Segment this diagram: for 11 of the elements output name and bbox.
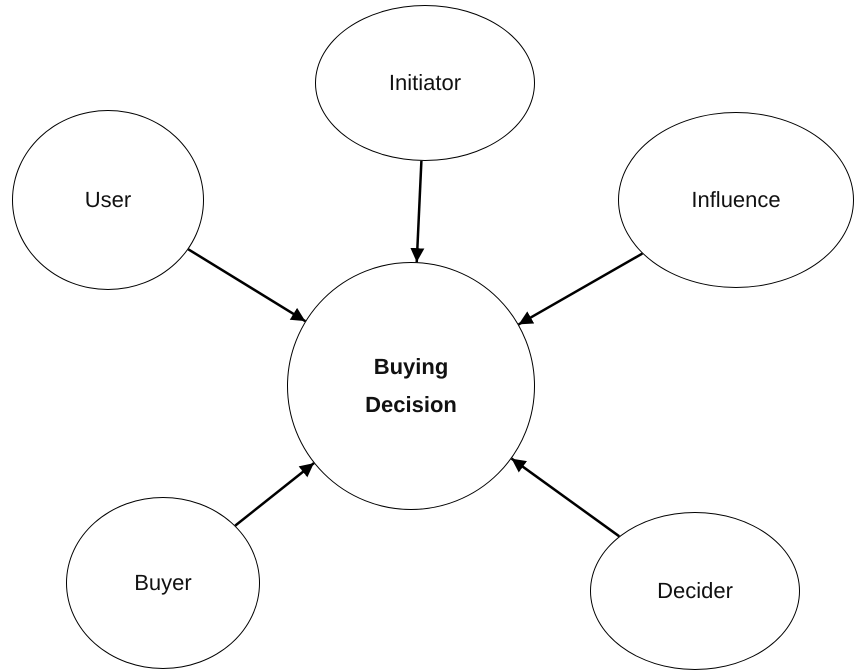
node-label: Initiator <box>388 68 462 97</box>
node-label: Influence <box>691 186 781 214</box>
arrow <box>188 248 306 322</box>
node-label: Buyer <box>134 568 192 597</box>
arrow <box>410 160 424 262</box>
node-label: User <box>84 186 132 214</box>
node-label: Decider <box>657 576 733 605</box>
arrow <box>510 458 620 538</box>
arrow <box>234 462 315 527</box>
node-label: Buying Decision <box>364 352 458 419</box>
arrow <box>518 252 643 326</box>
